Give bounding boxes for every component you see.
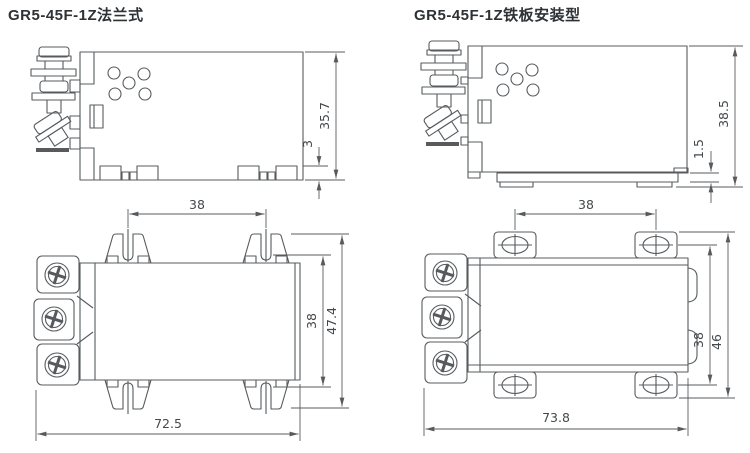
terminal-blocks xyxy=(422,254,481,383)
dimension-lines xyxy=(35,209,349,441)
plate-overall-height-label: 46 xyxy=(709,334,724,350)
dimension-lines xyxy=(303,51,345,199)
vent-holes xyxy=(495,62,540,97)
flange-overall-height-label: 47.4 xyxy=(324,307,339,335)
dimension-lines xyxy=(423,209,735,436)
relay-body xyxy=(79,262,301,381)
mounting-plate xyxy=(467,167,689,188)
vent-holes xyxy=(107,66,152,101)
flange-vertical-spacing-label: 38 xyxy=(304,313,319,329)
plate-side-height-label: 38.5 xyxy=(716,100,731,128)
relay-body xyxy=(467,257,698,373)
plate-thickness-label: 1.5 xyxy=(691,139,706,159)
vent-slot xyxy=(89,104,104,129)
flange-side-view: 35.7 3 xyxy=(29,46,345,199)
mounting-tabs xyxy=(493,231,678,399)
flange-overall-width-label: 72.5 xyxy=(154,416,182,431)
dimension-lines xyxy=(676,45,743,203)
flange-pin-length-label: 3 xyxy=(300,140,315,148)
plate-side-view: 38.5 1.5 xyxy=(419,40,743,203)
terminal-blocks xyxy=(34,256,93,385)
terminal-screws xyxy=(29,46,78,153)
flange-slot-spacing-label: 38 xyxy=(189,197,205,212)
relay-body xyxy=(69,51,304,181)
flange-side-height-label: 35.7 xyxy=(317,102,332,130)
relay-pins xyxy=(99,165,298,181)
plate-vertical-spacing-label: 38 xyxy=(691,332,706,348)
terminal-screws xyxy=(419,40,468,147)
plate-hole-spacing-label: 38 xyxy=(578,197,594,212)
flange-top-view: 38 38 47.4 72.5 xyxy=(34,197,349,441)
plate-diagram-title: GR5-45F-1Z铁板安装型 xyxy=(414,7,581,24)
vent-slot xyxy=(477,99,492,124)
plate-top-view: 38 38 46 73.8 xyxy=(422,197,735,436)
relay-body xyxy=(460,45,688,173)
plate-overall-width-label: 73.8 xyxy=(542,410,570,425)
flange-diagram-title: GR5-45F-1Z法兰式 xyxy=(8,7,144,24)
mounting-flanges xyxy=(104,228,290,415)
